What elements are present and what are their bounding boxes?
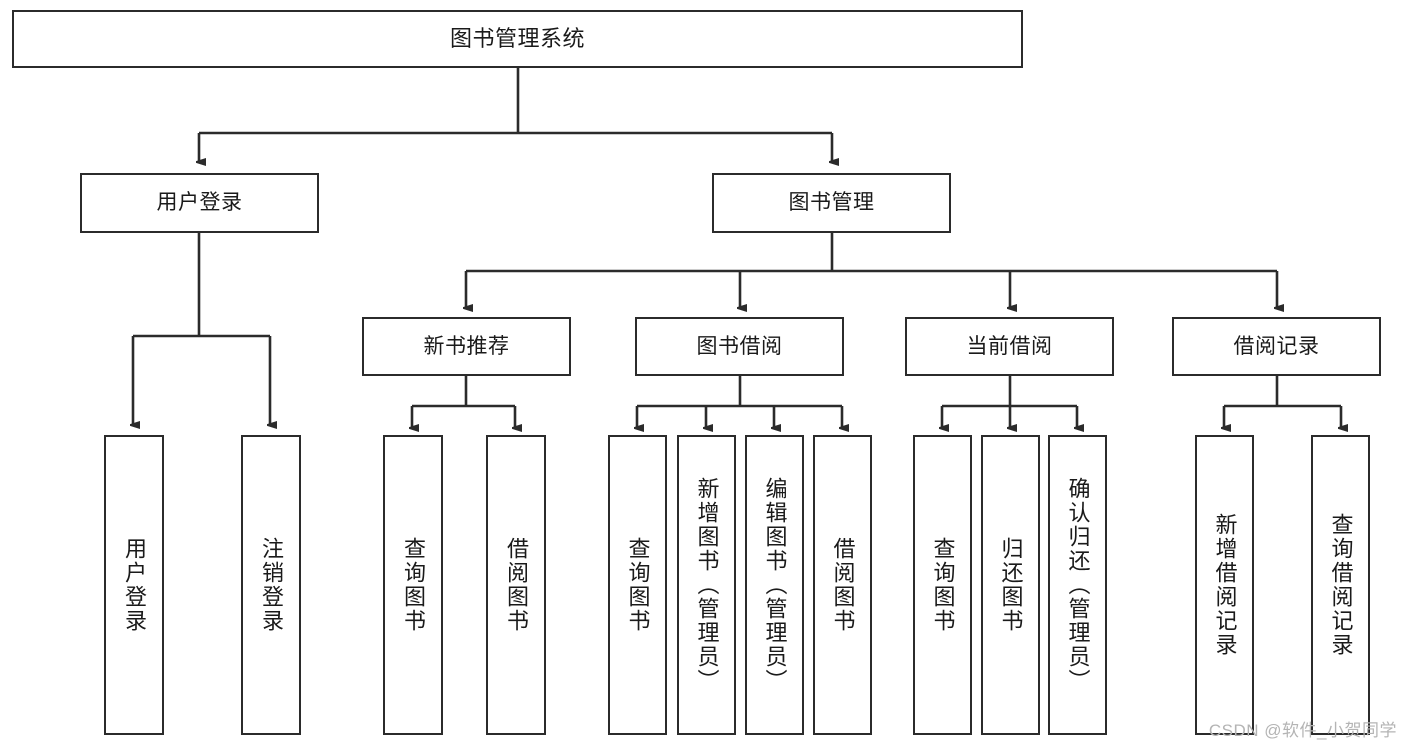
leaf-user-login[interactable]: 用户登录	[104, 435, 164, 735]
node-label: 查询借阅记录	[1328, 513, 1354, 657]
node-root-book-management-system[interactable]: 图书管理系统	[12, 10, 1023, 68]
leaf-edit-book-admin[interactable]: 编辑图书（管理员）	[745, 435, 804, 735]
node-new-book-recommend[interactable]: 新书推荐	[362, 317, 571, 376]
leaf-confirm-return-admin[interactable]: 确认归还（管理员）	[1048, 435, 1107, 735]
node-book-management[interactable]: 图书管理	[712, 173, 951, 233]
leaf-borrow-book[interactable]: 借阅图书	[813, 435, 872, 735]
leaf-borrow-book-recommend[interactable]: 借阅图书	[486, 435, 546, 735]
leaf-query-book-current[interactable]: 查询图书	[913, 435, 972, 735]
node-label: 图书管理	[788, 191, 875, 215]
leaf-add-book-admin[interactable]: 新增图书（管理员）	[677, 435, 736, 735]
node-current-borrow[interactable]: 当前借阅	[905, 317, 1114, 376]
node-label: 新增图书（管理员）	[694, 477, 720, 693]
leaf-add-borrow-record[interactable]: 新增借阅记录	[1195, 435, 1254, 735]
node-book-borrow[interactable]: 图书借阅	[635, 317, 844, 376]
leaf-return-book[interactable]: 归还图书	[981, 435, 1040, 735]
node-user-login[interactable]: 用户登录	[80, 173, 319, 233]
node-label: 图书借阅	[696, 334, 783, 358]
node-label: 当前借阅	[966, 334, 1053, 358]
node-label: 借阅图书	[830, 537, 856, 633]
node-label: 用户登录	[121, 537, 147, 633]
leaf-query-borrow-record[interactable]: 查询借阅记录	[1311, 435, 1370, 735]
node-label: 借阅图书	[503, 537, 529, 633]
node-label: 编辑图书（管理员）	[762, 477, 788, 693]
node-label: 新增借阅记录	[1212, 513, 1238, 657]
node-label: 借阅记录	[1233, 334, 1320, 358]
node-label: 新书推荐	[423, 334, 510, 358]
node-label: 用户登录	[156, 191, 243, 215]
node-label: 归还图书	[998, 537, 1024, 633]
node-label: 查询图书	[400, 537, 426, 633]
node-label: 查询图书	[930, 537, 956, 633]
node-label: 注销登录	[258, 537, 284, 633]
leaf-logout[interactable]: 注销登录	[241, 435, 301, 735]
node-label: 查询图书	[625, 537, 651, 633]
leaf-query-book-recommend[interactable]: 查询图书	[383, 435, 443, 735]
node-label: 确认归还（管理员）	[1065, 477, 1091, 693]
leaf-query-book-borrow[interactable]: 查询图书	[608, 435, 667, 735]
node-borrow-record[interactable]: 借阅记录	[1172, 317, 1381, 376]
node-label: 图书管理系统	[449, 25, 585, 51]
